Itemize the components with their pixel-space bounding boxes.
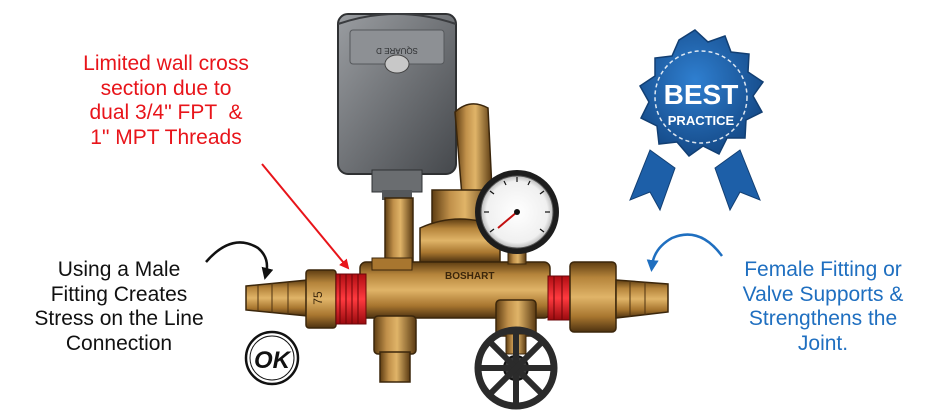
callout-line: Limited wall cross [52, 52, 280, 77]
callout-line: Female Fitting or [716, 258, 930, 283]
ok-stamp-icon: OK [246, 332, 298, 384]
callout-line: section due to [52, 77, 280, 102]
left-hose-barb: 75 [246, 270, 336, 328]
callout-line: Joint. [716, 332, 930, 357]
pressure-switch: SQUARE D [338, 14, 456, 200]
best-practice-badge: BEST PRACTICE [630, 30, 763, 210]
red-pointer-arrow [262, 164, 348, 268]
callout-line: Connection [10, 332, 228, 357]
highlighted-threads-left [336, 274, 366, 324]
handwheel-icon [478, 330, 554, 406]
right-female-fitting [548, 262, 668, 332]
drain-plug [374, 316, 416, 382]
thread-limitation-callout: Limited wall cross section due to dual 3… [52, 52, 280, 150]
svg-text:75: 75 [311, 291, 325, 305]
svg-text:SQUARE D: SQUARE D [376, 46, 418, 55]
callout-line: Stress on the Line [10, 307, 228, 332]
callout-line: dual 3/4" FPT & [52, 101, 280, 126]
callout-line: Valve Supports & [716, 283, 930, 308]
badge-line-1: BEST [664, 79, 739, 110]
badge-line-2: PRACTICE [668, 113, 735, 128]
ok-stamp-label: OK [254, 347, 292, 374]
male-fitting-callout: Using a Male Fitting Creates Stress on t… [10, 258, 228, 356]
callout-line: 1" MPT Threads [52, 126, 280, 151]
svg-text:BOSHART: BOSHART [445, 271, 494, 282]
blue-curved-arrow [652, 235, 722, 266]
callout-line: Using a Male [10, 258, 228, 283]
callout-line: Fitting Creates [10, 283, 228, 308]
female-fitting-callout: Female Fitting or Valve Supports & Stren… [716, 258, 930, 356]
callout-line: Strengthens the [716, 307, 930, 332]
